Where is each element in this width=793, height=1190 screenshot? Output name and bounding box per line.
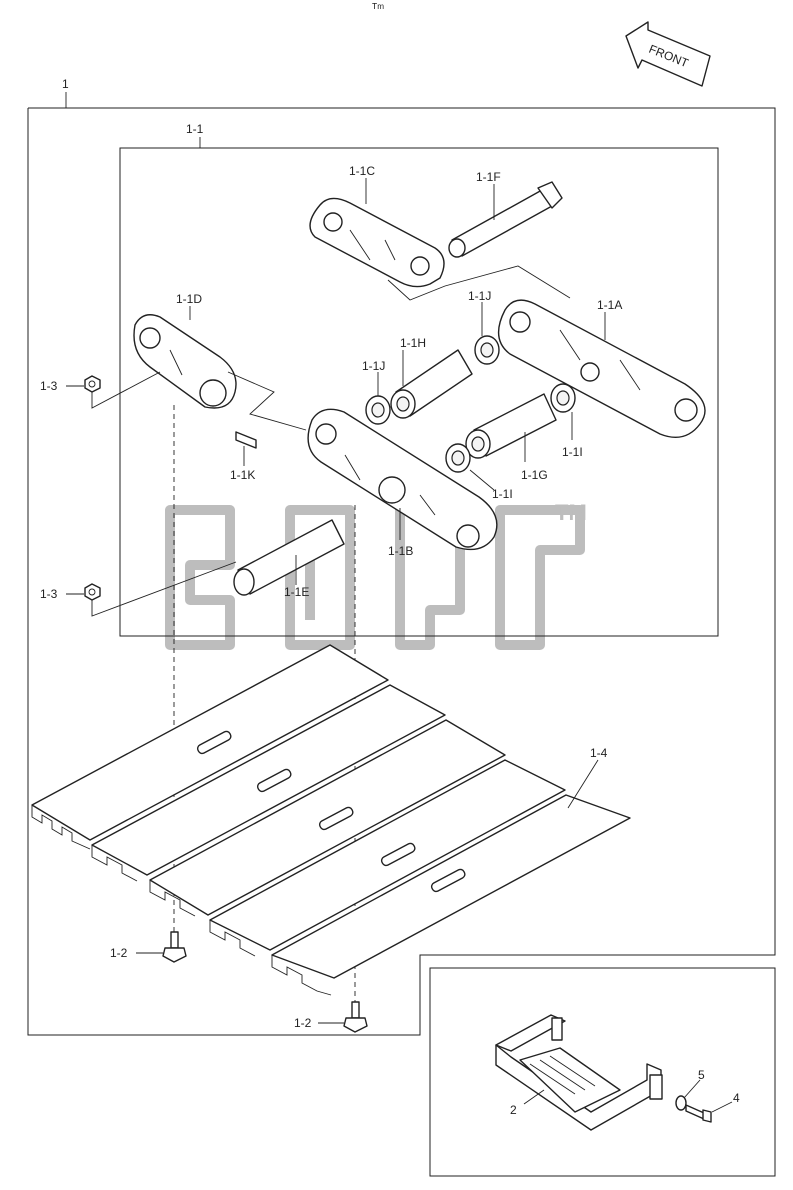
label-1-1D: 1-1D: [176, 292, 202, 306]
link-1-1C: [309, 197, 445, 288]
label-assembly-1-1: 1-1: [186, 122, 204, 136]
assembly-1-1-frame: [119, 147, 719, 637]
pin-1-1F: [448, 181, 563, 258]
washer-5: [675, 1095, 687, 1111]
label-part-2: 2: [510, 1103, 517, 1117]
label-1-1A: 1-1A: [597, 298, 622, 312]
front-arrow: FRONT: [625, 21, 711, 87]
label-1-2-top: 1-2: [110, 946, 128, 960]
label-1-3-bottom: 1-3: [40, 587, 58, 601]
assembly-1-frame: [27, 107, 776, 1036]
label-1-1K: 1-1K: [230, 468, 255, 482]
seal-1-1J-right: [474, 335, 500, 365]
pin-1-1E: [233, 519, 345, 596]
label-1-1G: 1-1G: [521, 468, 548, 482]
label-1-1I-left: 1-1I: [492, 487, 513, 501]
seal-1-1J-left: [365, 395, 391, 425]
label-1-1I-right: 1-1I: [562, 445, 583, 459]
label-assembly-1: 1: [62, 77, 69, 91]
link-1-1D: [133, 314, 237, 409]
step-inset-frame: [429, 967, 776, 1177]
header-mark: ᵀᵐ: [372, 1, 384, 15]
link-1-1B: [307, 408, 498, 551]
label-1-1C: 1-1C: [349, 164, 375, 178]
seal-1-1I-right: [550, 383, 576, 413]
label-1-1J-right: 1-1J: [468, 289, 491, 303]
bushing-1-1H: [390, 349, 473, 419]
label-1-2-bottom: 1-2: [294, 1016, 312, 1030]
label-1-1H: 1-1H: [400, 336, 426, 350]
label-1-4: 1-4: [590, 746, 608, 760]
bushing-1-1G: [465, 393, 557, 459]
label-1-1F: 1-1F: [476, 170, 501, 184]
label-1-3-top: 1-3: [40, 379, 58, 393]
link-1-1A: [497, 299, 706, 438]
step-2: [495, 1014, 663, 1131]
nut-1-3-bottom: [84, 583, 101, 601]
bolt-4: [685, 1104, 712, 1123]
label-1-1B: 1-1B: [388, 544, 413, 558]
label-1-1E: 1-1E: [284, 585, 309, 599]
watermark-logo: TM: [165, 500, 587, 650]
clip-1-1K: [235, 431, 257, 449]
label-1-1J-left: 1-1J: [362, 359, 385, 373]
watermark-tm: TM: [555, 500, 587, 525]
shoe-plates-1-4: [31, 644, 631, 996]
nut-1-3-top: [84, 375, 101, 393]
bolt-1-2-bottom: [343, 1001, 368, 1033]
seal-1-1I-left: [445, 443, 471, 473]
label-part-5: 5: [698, 1068, 705, 1082]
bolt-1-2-top: [162, 931, 187, 963]
label-part-4: 4: [733, 1091, 740, 1105]
